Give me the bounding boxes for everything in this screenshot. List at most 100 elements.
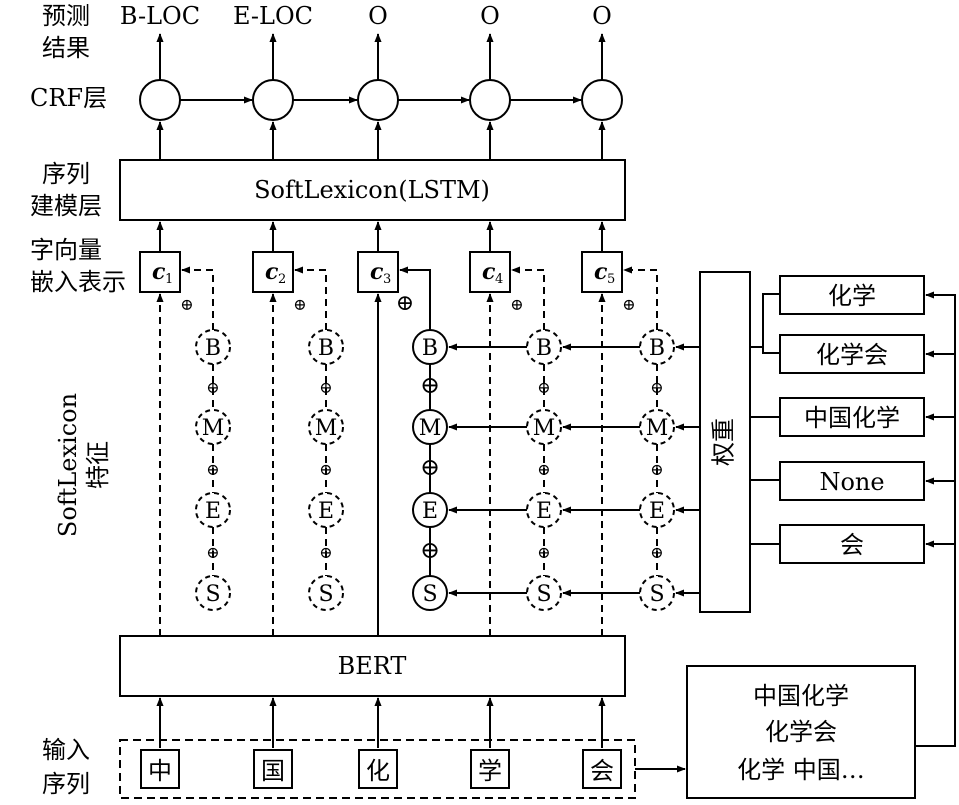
lexicon-word-box-4 xyxy=(779,461,925,501)
embed-plus-symbol-4: ⊕ xyxy=(510,295,523,314)
lexicon-word-box-3 xyxy=(779,397,925,437)
plus-symbol-5-1: ⊕ xyxy=(650,378,663,397)
feature-label-M-4: M xyxy=(533,416,556,441)
plus-symbol-4-1: ⊕ xyxy=(537,378,550,397)
input-char-3: 化 xyxy=(366,757,390,785)
plus-symbol-3-2: ⊕ xyxy=(420,453,440,481)
lexicon-word-1: 化学 xyxy=(828,282,876,310)
lexicon-word-box-5 xyxy=(779,524,925,564)
plus-symbol-5-3: ⊕ xyxy=(650,543,663,562)
feature-node-S-4 xyxy=(526,575,562,611)
input-char-1: 中 xyxy=(148,757,172,785)
plus-symbol-5-2: ⊕ xyxy=(650,460,663,479)
embedding-symbol-c1: c xyxy=(152,259,166,285)
embedding-box-c1 xyxy=(139,251,181,293)
crf-node-5 xyxy=(581,79,623,121)
feature-node-M-4 xyxy=(526,409,562,445)
feature-node-M-1 xyxy=(195,409,231,445)
feature-node-E-2 xyxy=(308,492,344,528)
feature-label-E-1: E xyxy=(205,499,221,524)
weight-label: 权重 xyxy=(710,418,738,466)
feature-node-M-2 xyxy=(308,409,344,445)
matched-word-1: 中国化学 xyxy=(753,682,849,710)
input-label-line1: 输入 xyxy=(42,736,90,764)
softlexicon-feature-label-line1: SoftLexicon xyxy=(54,393,82,537)
feature-node-B-5 xyxy=(639,329,675,365)
feature-label-S-5: S xyxy=(649,582,664,607)
input-char-box-1 xyxy=(140,749,180,789)
embedding-symbol-c4: c xyxy=(482,259,496,285)
feature-label-M-2: M xyxy=(315,416,338,441)
crf-node-4 xyxy=(469,79,511,121)
matched-words-box xyxy=(686,665,916,799)
feature-to-embed-path-1 xyxy=(181,266,214,330)
embedding-subscript-2: 2 xyxy=(278,272,286,287)
lexicon-word-box-2 xyxy=(779,334,925,374)
feature-to-embed-path-3 xyxy=(399,266,431,330)
feature-label-B-4: B xyxy=(536,336,552,361)
softlexicon-feature-label-line2: 特征 xyxy=(84,441,112,489)
embedding-box-c5 xyxy=(581,251,623,293)
feature-node-B-3 xyxy=(412,329,448,365)
prediction-label-5: O xyxy=(592,2,612,30)
matched-word-3: 化学 中国… xyxy=(737,756,865,784)
embed-plus-symbol-2: ⊕ xyxy=(293,295,306,314)
feature-node-B-1 xyxy=(195,329,231,365)
plus-symbol-2-1: ⊕ xyxy=(319,378,332,397)
bert-layer-text: BERT xyxy=(338,652,407,680)
input-char-5: 会 xyxy=(590,757,614,785)
feature-node-B-2 xyxy=(308,329,344,365)
lexicon-bracket-top xyxy=(750,293,780,354)
plus-symbol-1-1: ⊕ xyxy=(206,378,219,397)
prediction-label-line2: 结果 xyxy=(42,34,90,62)
prediction-label-4: O xyxy=(480,2,500,30)
embedding-box-c3 xyxy=(357,251,399,293)
embedding-subscript-1: 1 xyxy=(165,272,173,287)
plus-symbol-3-1: ⊕ xyxy=(420,371,440,399)
feature-node-S-3 xyxy=(412,575,448,611)
embed-plus-symbol-5: ⊕ xyxy=(622,295,635,314)
feature-label-M-5: M xyxy=(646,416,669,441)
plus-symbol-2-3: ⊕ xyxy=(319,543,332,562)
feature-node-M-3 xyxy=(412,409,448,445)
embedding-subscript-3: 3 xyxy=(383,272,391,287)
matched-word-2: 化学会 xyxy=(765,718,837,746)
embedding-box-c2 xyxy=(252,251,294,293)
prediction-label-line1: 预测 xyxy=(42,2,90,30)
plus-symbol-3-3: ⊕ xyxy=(420,536,440,564)
feature-node-E-4 xyxy=(526,492,562,528)
seq-model-layer-text: SoftLexicon(LSTM) xyxy=(254,176,490,204)
feature-to-embed-path-5 xyxy=(623,266,658,330)
char-embed-label-line1: 字向量 xyxy=(30,236,102,264)
embed-plus-symbol-1: ⊕ xyxy=(180,295,193,314)
prediction-label-3: O xyxy=(368,2,388,30)
feature-node-S-1 xyxy=(195,575,231,611)
feature-label-S-2: S xyxy=(318,582,333,607)
feature-label-E-2: E xyxy=(318,499,334,524)
input-char-2: 国 xyxy=(261,757,285,785)
feature-label-B-5: B xyxy=(649,336,665,361)
bert-layer-box xyxy=(119,635,626,697)
feature-node-E-3 xyxy=(412,492,448,528)
prediction-label-1: B-LOC xyxy=(120,2,200,30)
feature-node-E-5 xyxy=(639,492,675,528)
input-char-4: 学 xyxy=(478,757,502,785)
lexicon-word-4: None xyxy=(819,468,884,496)
feature-label-E-5: E xyxy=(649,499,665,524)
crf-node-1 xyxy=(139,79,181,121)
feature-label-B-2: B xyxy=(318,336,334,361)
plus-symbol-1-2: ⊕ xyxy=(206,460,219,479)
char-embed-label-line2: 嵌入表示 xyxy=(30,268,126,296)
feature-label-M-3: M xyxy=(419,416,442,441)
embedding-subscript-5: 5 xyxy=(607,272,615,287)
crf-node-2 xyxy=(252,79,294,121)
input-label-line2: 序列 xyxy=(42,770,90,798)
feature-node-S-5 xyxy=(639,575,675,611)
feature-node-M-5 xyxy=(639,409,675,445)
feature-label-S-3: S xyxy=(422,582,437,607)
embedding-symbol-c2: c xyxy=(265,259,279,285)
feature-label-S-4: S xyxy=(536,582,551,607)
embedding-box-c4 xyxy=(469,251,511,293)
plus-symbol-2-2: ⊕ xyxy=(319,460,332,479)
